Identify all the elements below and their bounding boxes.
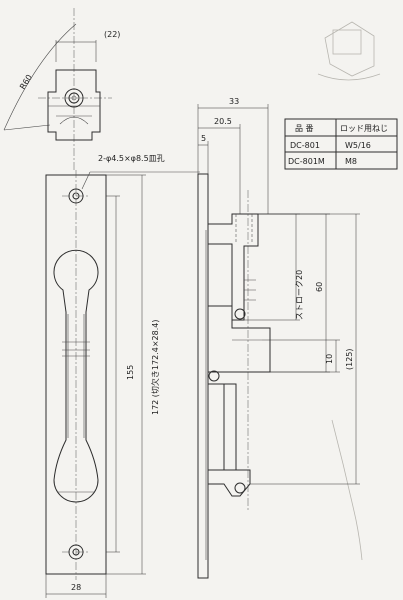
table-cell-part-1: DC-801 — [290, 141, 320, 150]
dim-33-label: 33 — [229, 97, 239, 106]
stroke-label: ストローク20 — [295, 270, 304, 320]
side-view — [197, 104, 360, 579]
hole-note-label: 2-φ4.5×φ8.5皿孔 — [98, 154, 165, 163]
bleed-through-shapes — [317, 21, 381, 561]
table-header-part: 品 番 — [295, 123, 314, 133]
dim-60-label: 60 — [315, 282, 324, 292]
dim-28-label: 28 — [71, 583, 81, 592]
part-number-table — [284, 118, 398, 170]
table-cell-thread-1: W5/16 — [345, 141, 371, 150]
dim-r60-label: R60 — [18, 73, 34, 91]
dim-20-5-label: 20.5 — [214, 117, 232, 126]
front-view — [45, 170, 200, 598]
dim-125-label: (125) — [345, 348, 354, 370]
dim-172-label: 172 (切欠き172.4×28.4) — [150, 320, 160, 415]
dim-155-label: 155 — [126, 365, 135, 380]
dim-10-label: 10 — [325, 354, 334, 364]
table-header-thread: ロッド用ねじ — [340, 124, 388, 133]
top-view — [3, 8, 112, 170]
table-cell-thread-2: M8 — [345, 157, 357, 166]
table-cell-part-2: DC-801M — [288, 157, 325, 166]
dim-22-label: (22) — [104, 30, 120, 39]
dim-5-label: 5 — [201, 134, 206, 143]
